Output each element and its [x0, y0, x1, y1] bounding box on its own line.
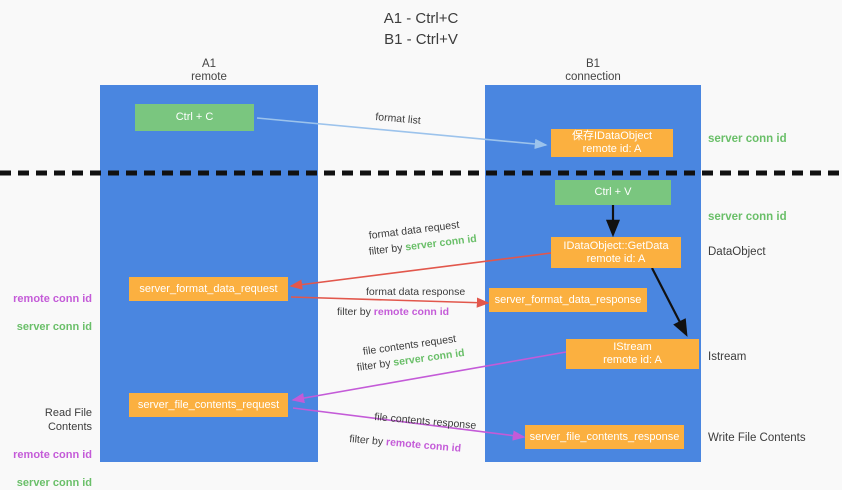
label-server-conn-id-mid: server conn id	[708, 211, 787, 223]
label-server-conn-id-file: server conn id	[16, 477, 92, 489]
box-ctrl-v[interactable]: Ctrl + V	[555, 180, 671, 205]
column-header-b1: B1 connection	[565, 58, 621, 83]
label-write-file-contents: Write File Contents	[708, 432, 806, 444]
page-title: A1 - Ctrl+C B1 - Ctrl+V	[383, 10, 459, 48]
edge-label-format-data-response-filter: filter by remote conn id	[337, 305, 449, 319]
label-remote-conn-id-file: remote conn id	[13, 449, 92, 461]
label-read-file-contents-stack: Read File Contents remote conn id server…	[0, 392, 92, 490]
box-ctrl-c[interactable]: Ctrl + C	[135, 104, 254, 131]
filter-prefix: filter by	[356, 356, 395, 374]
column-header-a1: A1 remote	[191, 58, 227, 83]
filter-prefix: filter by	[368, 241, 407, 258]
label-read-file-contents: Read File Contents	[44, 407, 92, 433]
filter-value-remote-conn-id: remote conn id	[373, 306, 450, 318]
filter-value-remote-conn-id: remote conn id	[385, 436, 462, 455]
label-remote-conn-id-format: remote conn id	[13, 293, 92, 305]
label-istream: Istream	[708, 351, 747, 363]
label-dataobject: DataObject	[708, 246, 766, 258]
edge-label-file-contents-response: file contents response	[373, 410, 477, 432]
edge-label-format-list: format list	[374, 110, 422, 127]
box-idataobject-getdata[interactable]: IDataObject::GetData remote id: A	[551, 237, 681, 268]
box-server-file-contents-response[interactable]: server_file_contents_response	[525, 425, 684, 449]
box-istream[interactable]: IStream remote id: A	[566, 339, 699, 369]
box-server-file-contents-request[interactable]: server_file_contents_request	[129, 393, 288, 417]
filter-prefix: filter by	[348, 432, 387, 449]
label-format-conn-stack: remote conn id server conn id	[0, 278, 92, 334]
box-server-format-data-response[interactable]: server_format_data_response	[489, 288, 647, 312]
filter-prefix: filter by	[337, 306, 374, 318]
edge-label-format-data-response: format data response	[366, 286, 466, 298]
box-server-format-data-request[interactable]: server_format_data_request	[129, 277, 288, 301]
label-server-conn-id-format: server conn id	[16, 321, 92, 333]
edge-label-file-contents-response-filter: filter by remote conn id	[349, 432, 462, 456]
label-server-conn-id-top: server conn id	[708, 133, 787, 145]
box-save-idataobject[interactable]: 保存IDataObject remote id: A	[551, 129, 673, 157]
